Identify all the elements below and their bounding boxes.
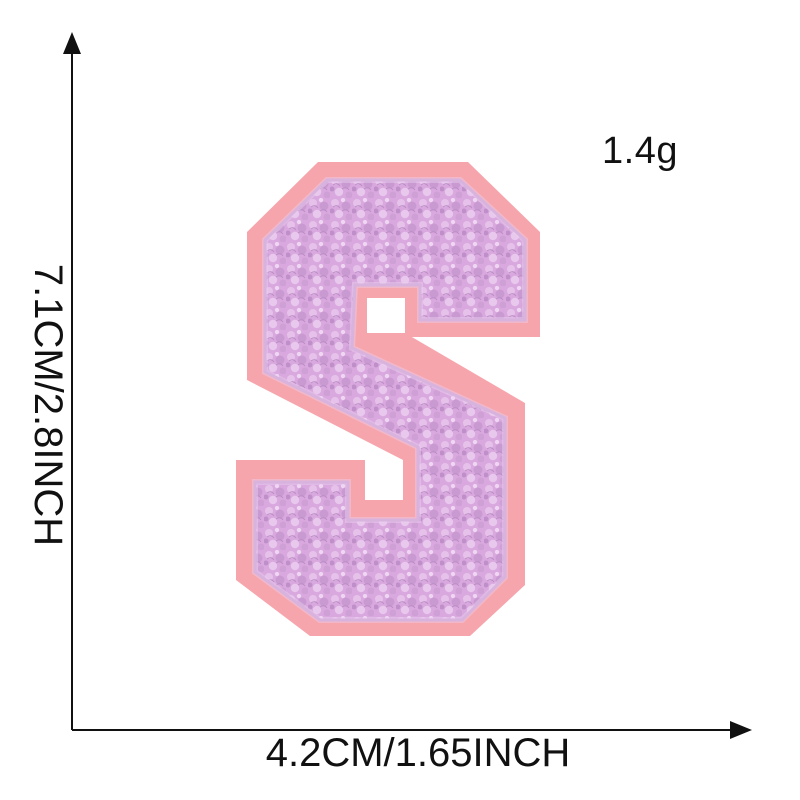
weight-label: 1.4g: [602, 130, 678, 172]
height-dimension-label: 7.1CM/2.8INCH: [26, 263, 70, 547]
horizontal-axis-arrowhead: [730, 721, 752, 739]
chenille-shading: [252, 177, 528, 623]
chenille-letter: [253, 178, 527, 622]
width-dimension-label: 4.2CM/1.65INCH: [265, 731, 571, 775]
vertical-axis-arrowhead: [63, 32, 81, 54]
